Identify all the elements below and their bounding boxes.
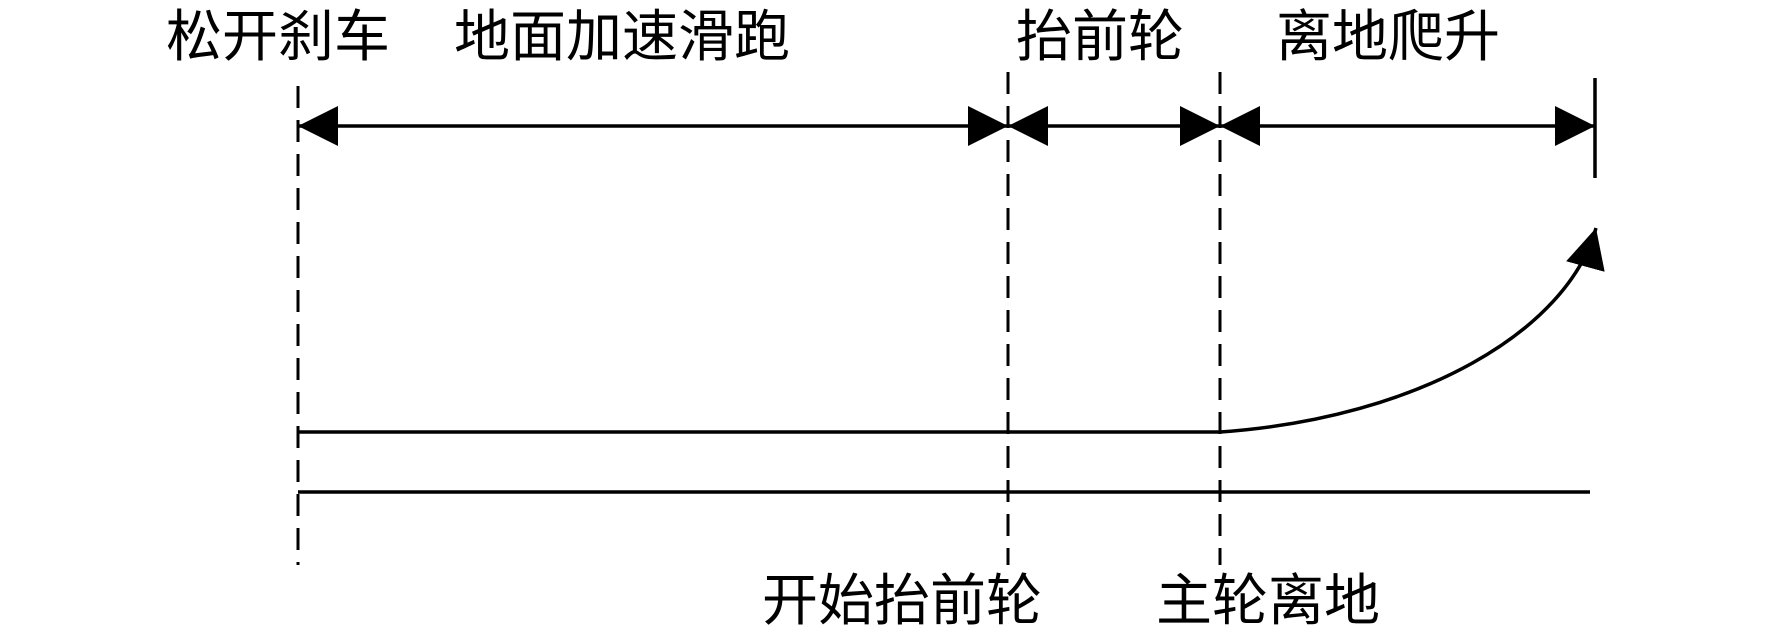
label-main-wheel-liftoff: 主轮离地 xyxy=(1156,569,1380,634)
label-ground-accel-run: 地面加速滑跑 xyxy=(454,5,790,70)
label-start-raise-nose-wheel: 开始抬前轮 xyxy=(762,569,1042,634)
label-liftoff-climb: 离地爬升 xyxy=(1276,5,1500,70)
label-release-brake: 松开刹车 xyxy=(166,5,390,70)
label-raise-nose-wheel: 抬前轮 xyxy=(1016,5,1184,70)
climb-path-arrow xyxy=(1219,227,1605,434)
